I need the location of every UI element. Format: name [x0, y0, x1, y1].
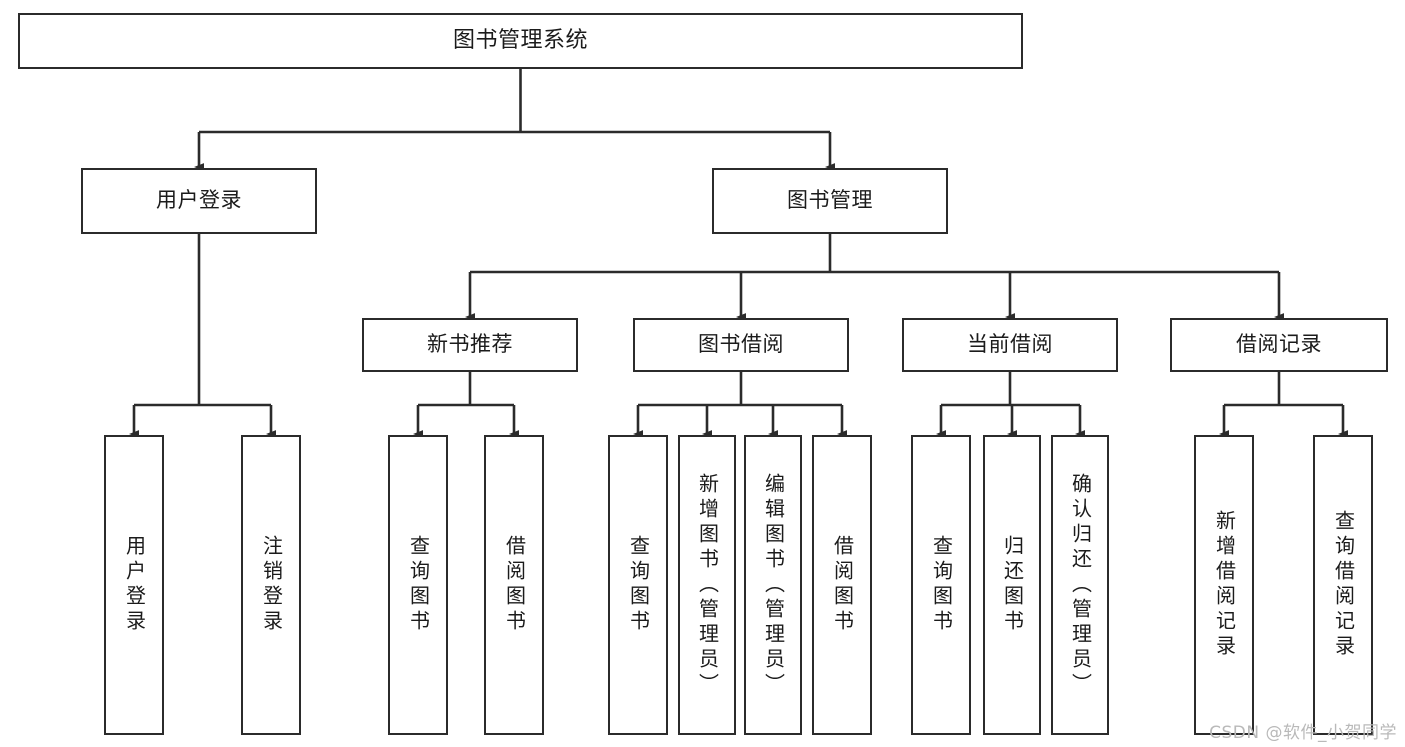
node-leaf-add-book-label: 新增图书（管理员）	[695, 472, 720, 698]
node-leaf-query-book-rec-label: 查询图书	[406, 535, 431, 635]
node-leaf-borrow-book-label: 借阅图书	[830, 535, 855, 635]
node-leaf-confirm-return[interactable]: 确认归还（管理员）	[1051, 435, 1109, 735]
node-user-login[interactable]: 用户登录	[81, 168, 317, 234]
node-leaf-query-book-cur-label: 查询图书	[929, 535, 954, 635]
node-leaf-return-book-label: 归还图书	[1000, 535, 1025, 635]
node-current-borrow[interactable]: 当前借阅	[902, 318, 1118, 372]
node-leaf-query-book-borrow[interactable]: 查询图书	[608, 435, 668, 735]
node-leaf-query-book-cur[interactable]: 查询图书	[911, 435, 971, 735]
node-book-manage[interactable]: 图书管理	[712, 168, 948, 234]
node-leaf-add-record-label: 新增借阅记录	[1212, 510, 1237, 660]
node-book-borrow-label: 图书借阅	[698, 332, 784, 357]
node-leaf-query-book-rec[interactable]: 查询图书	[388, 435, 448, 735]
node-leaf-return-book[interactable]: 归还图书	[983, 435, 1041, 735]
node-root[interactable]: 图书管理系统	[18, 13, 1023, 69]
node-leaf-query-record[interactable]: 查询借阅记录	[1313, 435, 1373, 735]
node-book-borrow[interactable]: 图书借阅	[633, 318, 849, 372]
node-book-manage-label: 图书管理	[787, 188, 873, 213]
node-current-borrow-label: 当前借阅	[967, 332, 1053, 357]
node-leaf-confirm-return-label: 确认归还（管理员）	[1068, 472, 1093, 698]
node-leaf-borrow-book-rec[interactable]: 借阅图书	[484, 435, 544, 735]
node-new-book-recommend-label: 新书推荐	[427, 332, 513, 357]
node-leaf-user-logout[interactable]: 注销登录	[241, 435, 301, 735]
node-borrow-record-label: 借阅记录	[1236, 332, 1322, 357]
node-leaf-add-record[interactable]: 新增借阅记录	[1194, 435, 1254, 735]
node-borrow-record[interactable]: 借阅记录	[1170, 318, 1388, 372]
node-user-login-label: 用户登录	[156, 188, 242, 213]
csdn-watermark: CSDN @软件_小贺同学	[1209, 723, 1397, 743]
node-root-label: 图书管理系统	[452, 27, 588, 53]
node-new-book-recommend[interactable]: 新书推荐	[362, 318, 578, 372]
node-leaf-user-login[interactable]: 用户登录	[104, 435, 164, 735]
node-leaf-edit-book-label: 编辑图书（管理员）	[761, 472, 786, 698]
node-leaf-add-book[interactable]: 新增图书（管理员）	[678, 435, 736, 735]
node-leaf-edit-book[interactable]: 编辑图书（管理员）	[744, 435, 802, 735]
node-leaf-borrow-book-rec-label: 借阅图书	[502, 535, 527, 635]
node-leaf-query-book-borrow-label: 查询图书	[626, 535, 651, 635]
node-leaf-user-logout-label: 注销登录	[259, 535, 284, 635]
node-leaf-user-login-label: 用户登录	[122, 535, 147, 635]
node-leaf-borrow-book[interactable]: 借阅图书	[812, 435, 872, 735]
node-leaf-query-record-label: 查询借阅记录	[1331, 510, 1356, 660]
